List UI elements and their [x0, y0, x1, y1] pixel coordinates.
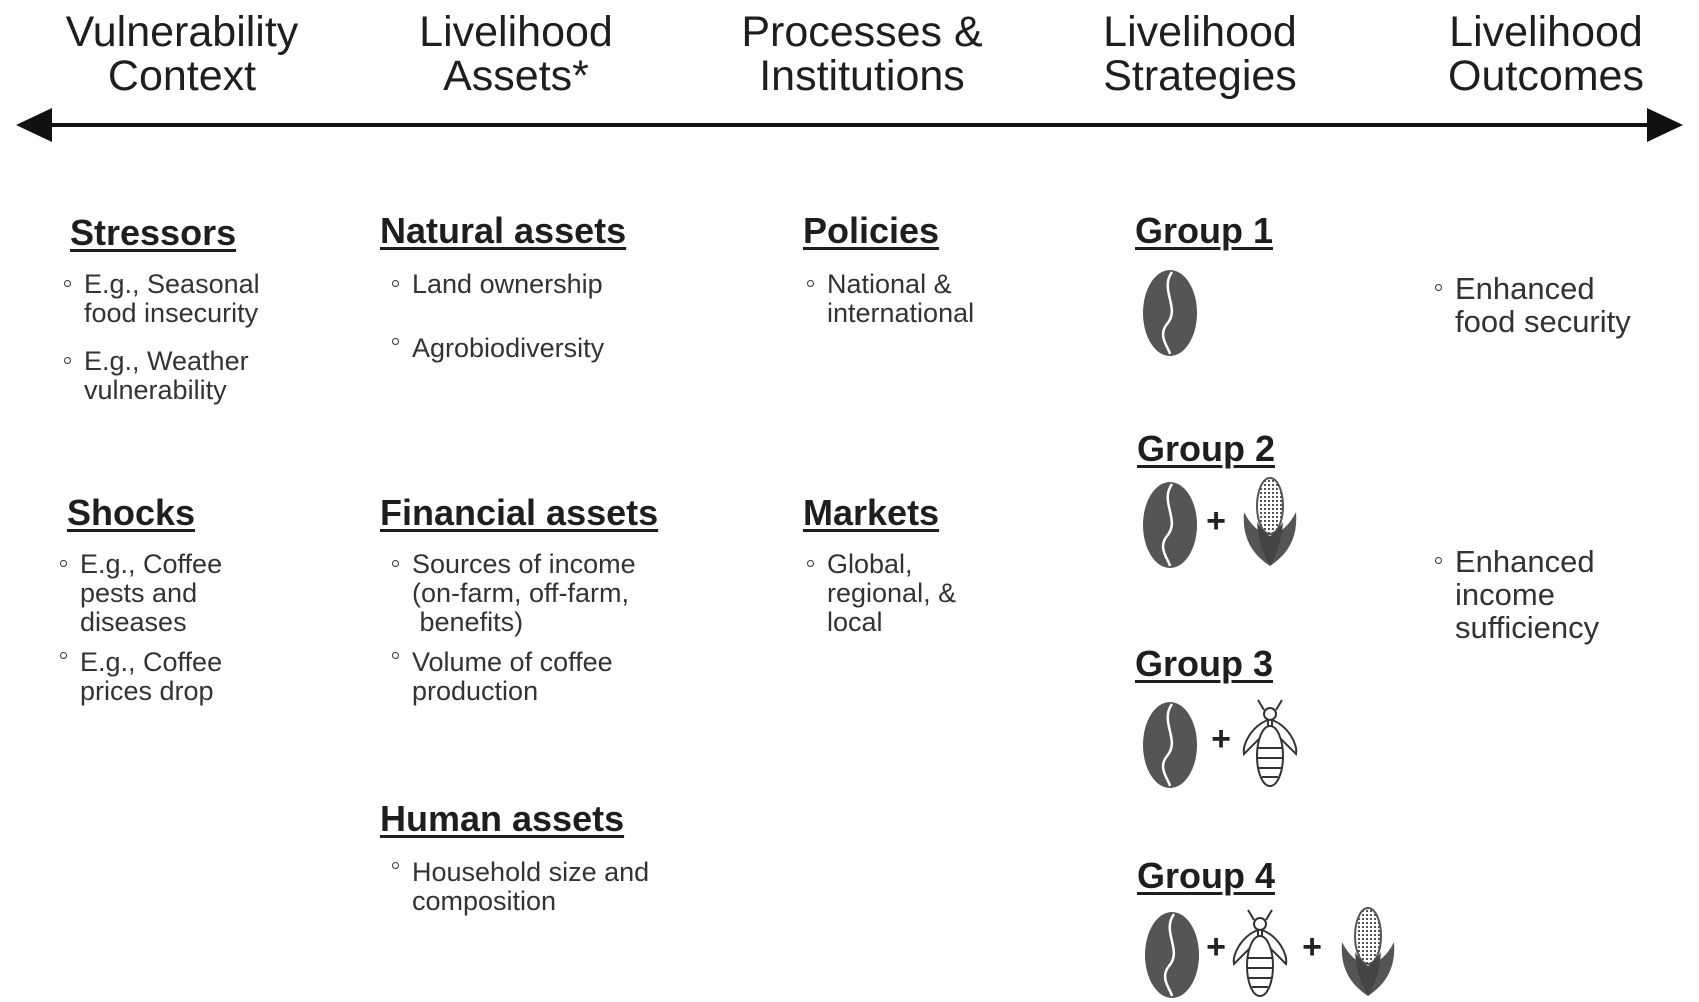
policies-heading: Policies [803, 210, 940, 251]
bullet-line: Land ownership [412, 269, 603, 299]
bullet-line: Agrobiodiversity [412, 333, 605, 363]
bullet-icon [60, 560, 67, 567]
bullet-line: E.g., Coffee [80, 647, 223, 677]
bullet-icon [64, 357, 71, 364]
column-title-line: Strategies [1103, 52, 1297, 100]
stressor-item: E.g., Weather vulnerability [64, 346, 249, 405]
coffee-bean-icon [1145, 912, 1199, 998]
bullet-line: food security [1455, 304, 1631, 339]
bullet-icon [392, 560, 399, 567]
outcome-item: Enhanced food security [1435, 271, 1631, 339]
column-title-livelihood-strategies: Livelihood Strategies [1050, 10, 1350, 98]
coffee-bean-icon [1143, 270, 1197, 356]
bullet-line: Enhanced [1455, 271, 1595, 306]
natural-asset-item: Land ownership [392, 269, 603, 299]
human-assets-heading: Human assets [380, 798, 625, 839]
bullet-line: benefits) [412, 607, 524, 637]
bullet-line: (on-farm, off-farm, [412, 578, 630, 608]
bullet-line: Sources of income [412, 549, 636, 579]
column-title-line: Vulnerability [65, 8, 299, 56]
group-1-heading: Group 1 [1135, 210, 1274, 251]
plus-sign: + [1206, 928, 1226, 966]
financial-asset-item: Volume of coffee production [392, 647, 613, 706]
bullet-icon [392, 862, 399, 869]
bee-icon [1232, 909, 1288, 997]
bee-icon [1242, 699, 1298, 787]
plus-sign: + [1211, 720, 1231, 758]
shock-item: E.g., Coffee pests and diseases [60, 549, 223, 637]
column-title-line: Outcomes [1448, 52, 1644, 100]
column-title-line: Context [107, 52, 257, 100]
human-asset-item: Household size and composition [392, 857, 650, 916]
column-title-processes-institutions: Processes & Institutions [712, 10, 1012, 98]
bullet-icon [392, 280, 399, 287]
coffee-bean-icon [1143, 482, 1197, 568]
column-title-livelihood-outcomes: Livelihood Outcomes [1396, 10, 1696, 98]
bullet-line: Enhanced [1455, 544, 1595, 579]
bullet-line: international [827, 298, 975, 328]
column-title-line: Livelihood [1103, 8, 1297, 56]
bullet-line: sufficiency [1455, 610, 1600, 645]
bullet-line: Global, [827, 549, 913, 579]
plus-sign: + [1206, 502, 1226, 540]
bullet-icon [392, 338, 399, 345]
column-title-vulnerability-context: Vulnerability Context [32, 10, 332, 98]
policy-item: National & international [807, 269, 975, 328]
bullet-line: food insecurity [84, 298, 259, 328]
bullet-line: Volume of coffee [412, 647, 613, 677]
bullet-line: vulnerability [84, 375, 227, 405]
bullet-line: E.g., Seasonal [84, 269, 260, 299]
bullet-icon [1435, 284, 1442, 291]
column-title-livelihood-assets: Livelihood Assets* [366, 10, 666, 98]
column-title-line: Institutions [759, 52, 965, 100]
bullet-icon [807, 560, 814, 567]
bullet-line: diseases [80, 607, 187, 637]
outcome-item: Enhanced income sufficiency [1435, 544, 1600, 645]
natural-asset-item: Agrobiodiversity [392, 333, 605, 363]
natural-assets-heading: Natural assets [380, 210, 627, 251]
market-item: Global, regional, & local [807, 549, 957, 637]
bullet-line: E.g., Weather [84, 346, 249, 376]
markets-heading: Markets [803, 492, 940, 533]
shocks-heading: Shocks [67, 492, 196, 533]
coffee-bean-icon [1143, 702, 1197, 788]
bullet-line: income [1455, 577, 1555, 612]
bullet-icon [1435, 557, 1442, 564]
bullet-line: composition [412, 886, 557, 916]
bullet-line: regional, & [827, 578, 957, 608]
plus-sign: + [1302, 928, 1322, 966]
double-headed-arrow [16, 108, 1683, 142]
column-title-line: Livelihood [419, 8, 613, 56]
column-title-line: Assets* [443, 52, 589, 100]
bullet-icon [60, 652, 67, 659]
stressors-heading: Stressors [70, 212, 237, 253]
stressor-item: E.g., Seasonal food insecurity [64, 269, 260, 328]
bullet-line: production [412, 676, 539, 706]
bullet-line: local [827, 607, 883, 637]
group-2-heading: Group 2 [1137, 428, 1276, 469]
bullet-line: National & [827, 269, 952, 299]
maize-icon [1341, 907, 1395, 996]
bullet-icon [392, 652, 399, 659]
bullet-icon [64, 280, 71, 287]
bullet-icon [807, 280, 814, 287]
column-title-line: Livelihood [1449, 8, 1643, 56]
group-3-heading: Group 3 [1135, 643, 1274, 684]
group-4-heading: Group 4 [1137, 855, 1276, 896]
financial-assets-heading: Financial assets [380, 492, 659, 533]
shock-item: E.g., Coffee prices drop [60, 647, 223, 706]
bullet-line: pests and [80, 578, 198, 608]
bullet-line: E.g., Coffee [80, 549, 223, 579]
bullet-line: prices drop [80, 676, 214, 706]
column-title-line: Processes & [741, 8, 983, 56]
maize-icon [1243, 477, 1297, 566]
financial-asset-item: Sources of income (on-farm, off-farm, be… [392, 549, 636, 637]
bullet-line: Household size and [412, 857, 650, 887]
